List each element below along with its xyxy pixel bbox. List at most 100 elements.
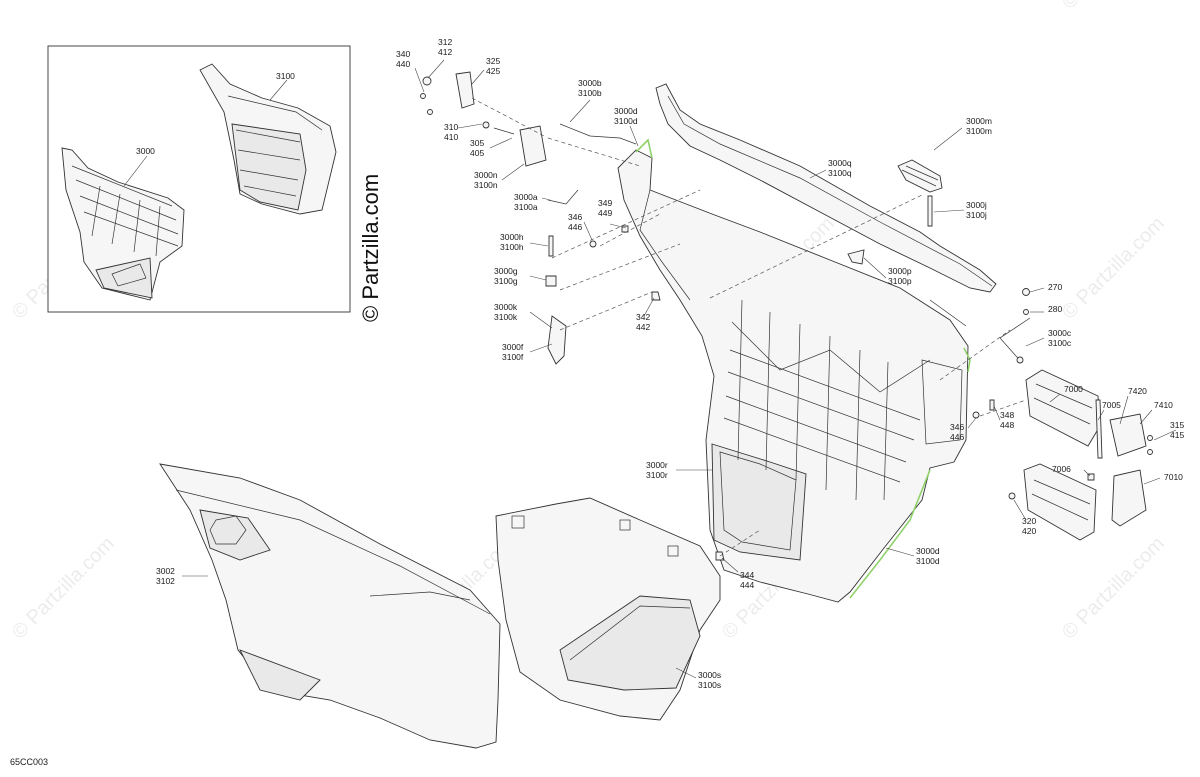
callout-line: 3000s xyxy=(698,670,721,680)
callout-line: 346 xyxy=(950,422,964,432)
outer-panel xyxy=(159,463,501,749)
trim-bar xyxy=(655,83,997,293)
callout-line: 3000g xyxy=(494,266,518,276)
callout-line: 3100j xyxy=(966,210,987,220)
callout-line: 344 xyxy=(740,570,754,580)
assembly-lines xyxy=(471,97,1027,557)
callout-line: 3000m xyxy=(966,116,992,126)
watermark-7: © Partzilla.com xyxy=(1058,213,1169,324)
callout-line: 420 xyxy=(1022,526,1036,536)
callout-line: 444 xyxy=(740,580,754,590)
callout-270: 270 xyxy=(1048,282,1062,292)
callout-280: 280 xyxy=(1048,304,1062,314)
callout-line: 3000q xyxy=(828,158,852,168)
callout-line: 448 xyxy=(1000,420,1014,430)
callout-line: 3100q xyxy=(828,168,852,178)
callout-line: 315 xyxy=(1170,420,1184,430)
callout-line: 3000f xyxy=(502,342,524,352)
callout-line: 305 xyxy=(470,138,484,148)
watermark-2: © Partzilla.com xyxy=(8,533,119,644)
callout-7000: 7000 xyxy=(1064,384,1083,394)
callout-line: 442 xyxy=(636,322,650,332)
callout-line: 3100c xyxy=(1048,338,1072,348)
callout-line: 7006 xyxy=(1052,464,1071,474)
callout-line: 410 xyxy=(444,132,458,142)
callout-line: 3100g xyxy=(494,276,518,286)
callout-line: 3100r xyxy=(646,470,668,480)
callout-line: 3000c xyxy=(1048,328,1072,338)
callout-line: 3100n xyxy=(474,180,498,190)
callout-line: 425 xyxy=(486,66,500,76)
callout-line: 7005 xyxy=(1102,400,1121,410)
inset-label-3000: 3000 xyxy=(136,146,155,156)
callout-line: 3100f xyxy=(502,352,524,362)
callout-line: 412 xyxy=(438,47,452,57)
callout-line: 270 xyxy=(1048,282,1062,292)
callout-line: 3000p xyxy=(888,266,912,276)
callout-line: 3000d xyxy=(614,106,638,116)
callout-line: 3000b xyxy=(578,78,602,88)
callout-line: 3100d xyxy=(614,116,638,126)
inset-panel: 3000 3100 xyxy=(47,45,351,313)
callout-line: 3100k xyxy=(494,312,518,322)
callout-7005: 7005 xyxy=(1102,400,1121,410)
watermark-5: © Partzilla.com xyxy=(1058,533,1169,644)
callout-line: 320 xyxy=(1022,516,1036,526)
bracket-325 xyxy=(455,71,475,109)
callout-line: 3000n xyxy=(474,170,498,180)
callout-line: 3100h xyxy=(500,242,524,252)
callout-line: 348 xyxy=(1000,410,1014,420)
callout-line: 3100a xyxy=(514,202,538,212)
grab-handle-3000m xyxy=(897,159,943,193)
callout-line: 3102 xyxy=(156,576,175,586)
inset-door-3100 xyxy=(199,63,337,215)
callout-7010: 7010 xyxy=(1164,472,1183,482)
callout-line: 3100s xyxy=(698,680,721,690)
callout-7420: 7420 xyxy=(1128,386,1147,396)
callout-line: 446 xyxy=(568,222,582,232)
callout-line: 446 xyxy=(950,432,964,442)
callout-line: 415 xyxy=(1170,430,1184,440)
latch-3000n xyxy=(519,125,547,167)
callout-line: 3000d xyxy=(916,546,940,556)
callout-line: 349 xyxy=(598,198,612,208)
callout-line: 3100b xyxy=(578,88,602,98)
callout-line: 3000k xyxy=(494,302,518,312)
callout-line: 3002 xyxy=(156,566,175,576)
callout-line: 3000j xyxy=(966,200,987,210)
callout-7006: 7006 xyxy=(1052,464,1071,474)
callout-line: 3100m xyxy=(966,126,992,136)
hinges xyxy=(1008,369,1153,541)
callout-line: 440 xyxy=(396,59,410,69)
inset-door-3000 xyxy=(61,147,185,301)
callout-line: 342 xyxy=(636,312,650,322)
handle-3000f xyxy=(547,315,567,365)
callout-line: 325 xyxy=(486,56,500,66)
callout-line: 7420 xyxy=(1128,386,1147,396)
brand-label: © Partzilla.com xyxy=(358,174,383,322)
callout-line: 3000a xyxy=(514,192,538,202)
